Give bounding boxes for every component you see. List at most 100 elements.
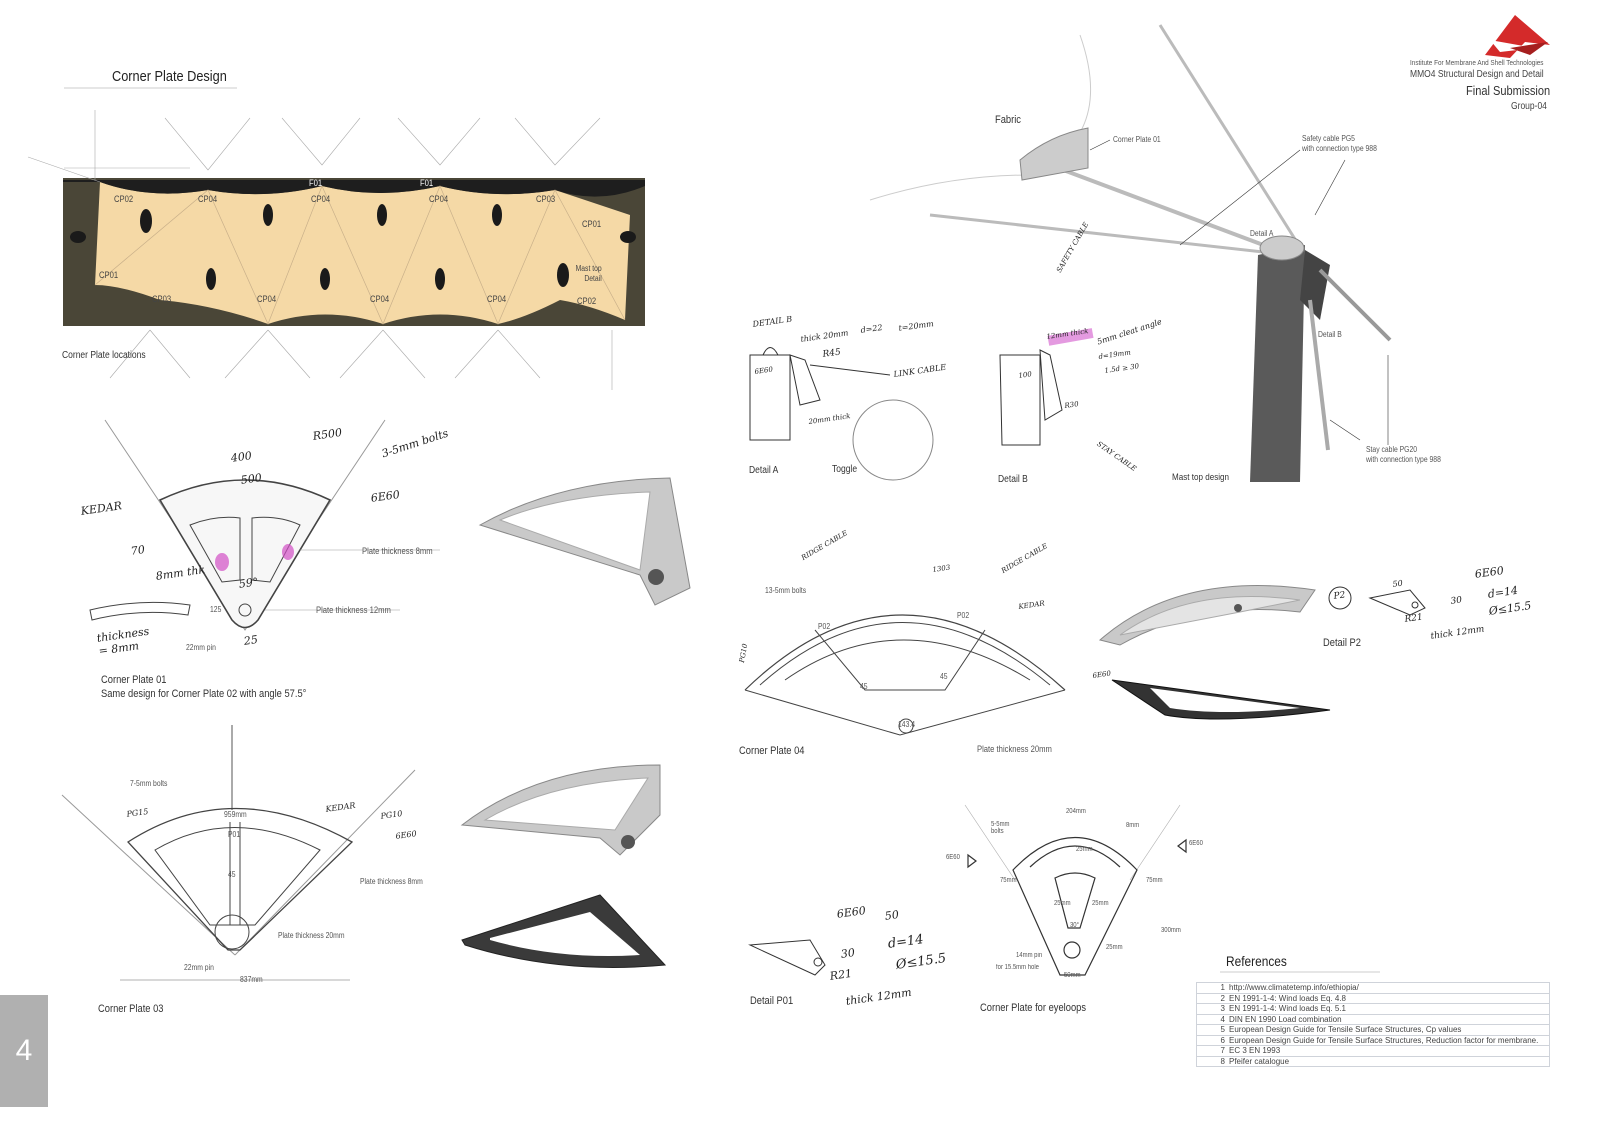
- plate-3d-render-03-underside: [461, 894, 667, 968]
- detail-p01-sketch: [748, 939, 826, 976]
- plate-3d-render-01: [478, 477, 691, 606]
- plate-3d-render-03: [460, 764, 661, 856]
- annotation: 7-5mm bolts: [130, 779, 168, 788]
- reference-number: 2: [1196, 992, 1227, 1004]
- annotation: 45: [940, 672, 948, 681]
- corner-plate-01-sketch: [89, 419, 440, 631]
- page-number: 4: [0, 995, 48, 1107]
- annotation: 50: [1392, 578, 1404, 589]
- annotation: 204mm: [1066, 808, 1086, 815]
- annotation: 75mm: [1146, 877, 1163, 884]
- reference-text: http://www.climatetemp.info/ethiopia/: [1227, 982, 1550, 994]
- detail-p2-sketch: [1328, 586, 1426, 616]
- plate-3d-render-04-underside: [1111, 679, 1331, 720]
- annotation: 143.4: [898, 720, 916, 729]
- annotation: Detail B: [1318, 330, 1342, 339]
- cp01-subcaption: Same design for Corner Plate 02 with ang…: [101, 688, 307, 700]
- annotation: 14mm pin: [1016, 952, 1043, 959]
- annotation: 22mm pin: [186, 643, 216, 652]
- annotation: 8mm: [1126, 822, 1140, 829]
- reference-number: 1: [1196, 982, 1227, 994]
- references-title: References: [1226, 953, 1287, 969]
- reference-text: DIN EN 1990 Load combination: [1227, 1013, 1550, 1025]
- plan-label: CP04: [257, 294, 277, 304]
- annotation: Stay cable PG20: [1366, 445, 1418, 454]
- annotation: Plate thickness 8mm: [362, 546, 433, 556]
- cp03-caption: Corner Plate 03: [98, 1003, 164, 1015]
- reference-number: 4: [1196, 1013, 1227, 1025]
- plan-label: Mast top Detail: [575, 264, 602, 283]
- annotation: P01: [228, 830, 241, 839]
- plan-label: CP03: [536, 194, 556, 204]
- annotation: with connection type 988: [1302, 144, 1377, 153]
- detail-b-caption: Detail B: [998, 474, 1028, 485]
- detail-p2-caption: Detail P2: [1323, 637, 1361, 649]
- cp04-caption: Corner Plate 04: [739, 745, 805, 757]
- annotation: 45: [228, 870, 236, 879]
- reference-text: EN 1991-1-4: Wind loads Eq. 5.1: [1227, 1003, 1550, 1015]
- annotation: 59°: [238, 575, 260, 591]
- course-name: MMO4 Structural Design and Detail: [1410, 69, 1544, 80]
- annotation: Plate thickness 12mm: [316, 605, 391, 615]
- reference-text: European Design Guide for Tensile Surfac…: [1227, 1034, 1550, 1046]
- annotation: Corner Plate 01: [1113, 135, 1161, 144]
- detail-a-caption: Detail A: [749, 465, 779, 476]
- detail-b-sketch: [999, 328, 1094, 446]
- plan-label: CP02: [577, 296, 597, 306]
- annotation: 6E60: [946, 854, 960, 861]
- annotation: 50: [884, 908, 900, 923]
- plate-3d-render-04: [1098, 585, 1316, 646]
- annotation: for 15.5mm hole: [996, 964, 1040, 971]
- annotation: 22mm pin: [184, 963, 214, 972]
- mast-caption: Mast top design: [1172, 472, 1230, 483]
- annotation: 50mm: [1064, 972, 1081, 979]
- annotation: Plate thickness 20mm: [278, 931, 345, 940]
- cp01-caption: Corner Plate 01: [101, 674, 167, 686]
- annotation: 30°: [1070, 922, 1080, 929]
- annotation: 25mm: [1092, 900, 1109, 907]
- detail-a-sketch: [749, 347, 934, 481]
- group-label: Group-04: [1511, 101, 1547, 112]
- reference-text: EC 3 EN 1993: [1227, 1045, 1550, 1057]
- institute-name: Institute For Membrane And Shell Technol…: [1410, 58, 1544, 67]
- reference-text: EN 1991-1-4: Wind loads Eq. 4.8: [1227, 992, 1550, 1004]
- plan-label: CP01: [99, 270, 119, 280]
- plan-label: CP04: [198, 194, 218, 204]
- plan-label: CP03: [152, 294, 172, 304]
- eyeloop-caption: Corner Plate for eyeloops: [980, 1002, 1087, 1014]
- annotation: 75mm: [1000, 877, 1017, 884]
- eyeloop-plate-sketch: [964, 804, 1187, 976]
- plan-label: CP04: [429, 194, 449, 204]
- annotation: 13-5mm bolts: [765, 586, 807, 595]
- annotation: Safety cable PG5: [1302, 134, 1355, 143]
- mast-top-render: [869, 24, 1392, 482]
- reference-number: 6: [1196, 1034, 1227, 1046]
- plan-label: CP02: [114, 194, 134, 204]
- annotation: 30: [840, 946, 856, 961]
- reference-number: 5: [1196, 1024, 1227, 1036]
- annotation: Plate thickness 8mm: [360, 877, 423, 886]
- annotation: Detail A: [1250, 229, 1274, 238]
- annotation: 300mm: [1161, 927, 1181, 934]
- annotation: P2: [1333, 590, 1347, 602]
- annotation: 25: [243, 633, 259, 648]
- annotation: 45: [860, 682, 868, 691]
- toggle-caption: Toggle: [832, 464, 858, 475]
- page-title: Corner Plate Design: [112, 68, 227, 85]
- membrane-plan-render: [63, 178, 645, 326]
- plan-label: F01: [420, 178, 434, 188]
- annotation: 25mm: [1106, 944, 1123, 951]
- reference-number: 8: [1196, 1055, 1227, 1067]
- annotation: 25mm: [1076, 846, 1093, 853]
- annotation: with connection type 988: [1366, 455, 1441, 464]
- annotation: 25mm: [1054, 900, 1071, 907]
